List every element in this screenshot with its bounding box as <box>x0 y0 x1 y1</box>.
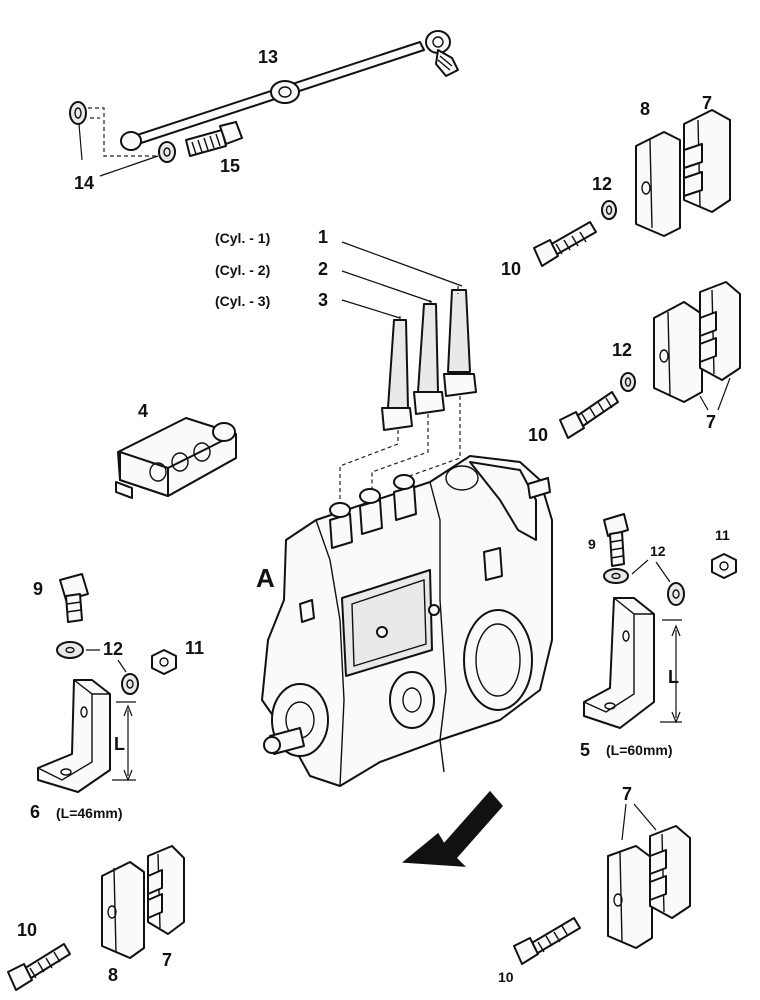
label-L46: (L=46mm) <box>56 805 123 821</box>
label-3: 3 <box>318 290 328 310</box>
angle-bracket-5 <box>583 597 655 729</box>
label-cyl-2: (Cyl. - 2) <box>215 262 270 278</box>
label-8-top: 8 <box>640 99 650 119</box>
label-7-bottom-right: 7 <box>622 784 632 804</box>
label-L-right: L <box>668 667 679 687</box>
linkage-rod-13 <box>120 30 459 151</box>
washer-12-top <box>601 200 617 220</box>
bolt-10-bottom-right <box>513 917 581 965</box>
washer-12-mid <box>620 372 636 392</box>
label-14: 14 <box>74 173 94 193</box>
label-L60: (L=60mm) <box>606 742 673 758</box>
bolt-15 <box>185 121 243 157</box>
label-11-right: 11 <box>715 527 730 543</box>
injection-pipes <box>341 241 477 431</box>
label-7-bottom-left: 7 <box>162 950 172 970</box>
injection-pump-body <box>261 455 553 787</box>
label-9-right: 9 <box>588 536 596 552</box>
label-L-left: L <box>114 734 125 754</box>
label-12-top: 12 <box>592 174 612 194</box>
dim-line-left <box>112 701 136 782</box>
bolt-10-top <box>533 221 597 267</box>
label-15: 15 <box>220 156 240 176</box>
label-13: 13 <box>258 47 278 67</box>
label-2: 2 <box>318 259 328 279</box>
label-5: 5 <box>580 740 590 760</box>
support-bracket-pair-bottom-left <box>101 845 185 959</box>
label-9-left: 9 <box>33 579 43 599</box>
label-10-bottom-left: 10 <box>17 920 37 940</box>
leader-12-left <box>86 649 127 673</box>
support-bracket-pair-top <box>635 109 731 237</box>
pipe-clamp-4 <box>115 417 237 499</box>
label-10-mid: 10 <box>528 425 548 445</box>
washer-12-right-b <box>667 582 685 606</box>
label-8-bottom-left: 8 <box>108 965 118 985</box>
label-pump-A: A <box>256 563 275 593</box>
label-1: 1 <box>318 227 328 247</box>
label-12-mid: 12 <box>612 340 632 360</box>
bolt-9-right <box>603 513 629 567</box>
label-12-left: 12 <box>103 639 123 659</box>
dim-line-right <box>660 619 682 724</box>
leader-12-right <box>631 559 671 583</box>
pipe-dash-guides <box>339 396 461 508</box>
washer-12-right-a <box>603 568 629 584</box>
washer-12-left-a <box>56 641 84 659</box>
nut-11-left <box>151 649 177 675</box>
label-cyl-3: (Cyl. - 3) <box>215 293 270 309</box>
label-10-top: 10 <box>501 259 521 279</box>
support-bracket-pair-bottom-right <box>607 803 691 949</box>
washers-14 <box>69 101 176 163</box>
leader-14 <box>78 123 159 177</box>
label-7-top: 7 <box>702 93 712 113</box>
label-7-mid: 7 <box>706 412 716 432</box>
bolt-9-left <box>59 573 89 623</box>
label-4: 4 <box>138 401 148 421</box>
angle-bracket-6 <box>37 679 111 793</box>
label-10-bottom-right: 10 <box>498 969 514 985</box>
washer-12-left-b <box>121 673 139 695</box>
support-bracket-pair-mid <box>653 281 741 411</box>
label-cyl-1: (Cyl. - 1) <box>215 230 270 246</box>
nut-11-right <box>711 553 737 579</box>
bolt-10-bottom-left <box>7 943 71 991</box>
label-11-left: 11 <box>185 638 204 658</box>
bolt-10-mid <box>559 391 619 439</box>
label-6: 6 <box>30 802 40 822</box>
label-12-right: 12 <box>650 543 666 559</box>
direction-arrow <box>402 790 503 867</box>
